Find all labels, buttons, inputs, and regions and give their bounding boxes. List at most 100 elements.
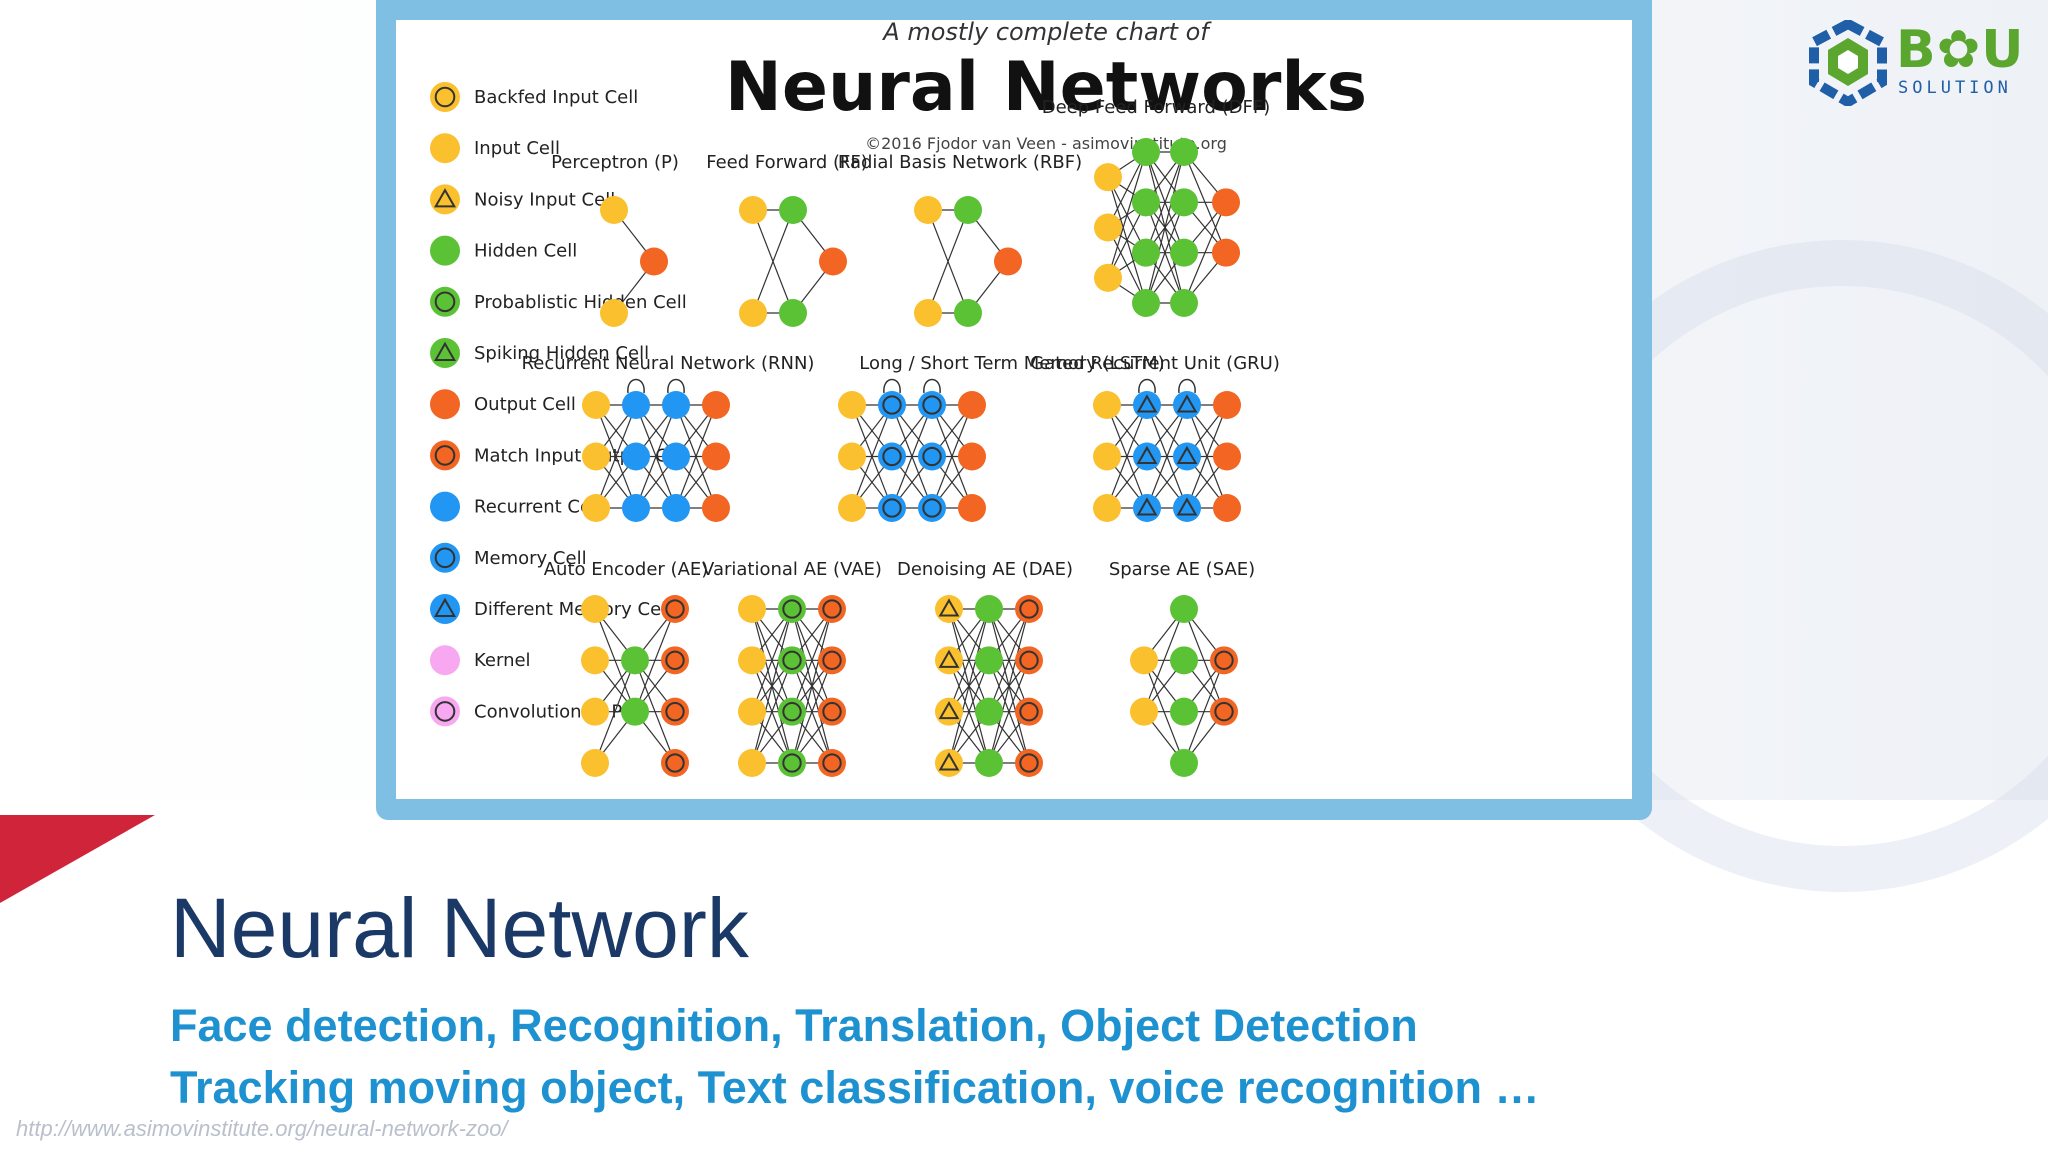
green-cell [1170, 138, 1198, 166]
yellow-cell [1093, 391, 1121, 419]
network-diagram: Sparse AE (SAE) [1109, 559, 1255, 777]
yellow-cell [738, 697, 766, 726]
recurrent-loop [667, 378, 685, 394]
connection-line [1143, 608, 1185, 712]
pink-cell [430, 645, 460, 676]
cube-logo-icon [1809, 20, 1887, 106]
yellow-cell [1094, 163, 1122, 192]
network-diagram: Long / Short Term Memory (LSTM) [838, 353, 1165, 522]
red-accent-shape [0, 815, 155, 903]
network-diagram: Auto Encoder (AE) [544, 559, 708, 777]
recurrent-loop [883, 378, 901, 394]
yellow-cell [739, 299, 767, 327]
connection-line [948, 660, 990, 764]
yellow-cell [739, 196, 767, 224]
legend-label: Output Cell [474, 394, 576, 415]
legend-label: Recurrent Cell [474, 497, 601, 518]
network-title: Radial Basis Network (RBF) [838, 152, 1082, 173]
slide-title: Neural Network [170, 881, 749, 975]
legend-item: Input Cell [430, 133, 560, 164]
orange-cell [1213, 391, 1241, 419]
blue-cell [430, 491, 460, 522]
orange-cell [1212, 188, 1240, 217]
green-cell [975, 646, 1003, 675]
connections [948, 608, 1030, 764]
orange-ring-cell [818, 749, 846, 777]
yellow-triangle-cell [430, 184, 460, 215]
connection-line [927, 209, 969, 314]
yellow-cell [582, 442, 610, 471]
green-ring-cell [778, 697, 806, 726]
legend-item: Backfed Input Cell [430, 82, 638, 112]
slide-subtitle-line-1: Face detection, Recognition, Translation… [170, 1000, 1418, 1051]
legend-label: Noisy Input Cell [474, 189, 615, 210]
orange-ring-cell [1210, 697, 1238, 726]
orange-ring-cell [661, 646, 689, 675]
orange-cell [994, 247, 1022, 276]
legend-item: Match Input Output Cell [430, 440, 689, 471]
connection-line [988, 608, 1030, 712]
connection-line [1145, 202, 1185, 304]
pink-ring-cell [430, 696, 460, 727]
orange-cell [430, 389, 460, 420]
connections [595, 404, 717, 509]
yellow-triangle-cell [935, 697, 963, 726]
legend-label: Hidden Cell [474, 241, 577, 262]
connection-line [948, 608, 990, 712]
connection-line [1146, 404, 1188, 509]
green-ring-cell [778, 595, 806, 623]
connections [1107, 151, 1227, 304]
connection-line [751, 608, 793, 764]
connection-line [1186, 404, 1228, 509]
network-diagram: Perceptron (P) [551, 152, 679, 327]
green-cell [1170, 697, 1198, 726]
connection-line [595, 404, 637, 509]
orange-cell [702, 391, 730, 419]
yellow-cell [1094, 213, 1122, 242]
network-diagram: Denoising AE (DAE) [897, 559, 1073, 777]
legend-label: Spiking Hidden Cell [474, 343, 649, 364]
green-cell [1132, 238, 1160, 267]
connection-line [791, 608, 833, 712]
connection-line [635, 404, 677, 509]
company-logo: B✿U SOLUTION [1808, 16, 2028, 112]
orange-ring-cell [661, 697, 689, 726]
recurrent-loop [627, 378, 645, 394]
network-title: Gated Recurrent Unit (GRU) [1030, 353, 1280, 374]
orange-ring-cell [818, 646, 846, 675]
connection-line [594, 660, 636, 764]
connection-line [1183, 202, 1227, 304]
green-triangle-cell [430, 338, 460, 368]
connections [594, 608, 676, 764]
blue-triangle-cell [1173, 442, 1201, 471]
network-title: Perceptron (P) [551, 152, 679, 173]
yellow-cell [600, 196, 628, 224]
connection-line [1145, 151, 1185, 304]
orange-ring-cell [1015, 595, 1043, 623]
connection-line [752, 209, 794, 314]
green-cell [1170, 749, 1198, 777]
yellow-cell [738, 646, 766, 675]
connection-line [634, 608, 676, 712]
orange-cell [702, 494, 730, 522]
yellow-cell [738, 595, 766, 623]
blue-cell [662, 442, 690, 471]
yellow-cell [914, 299, 942, 327]
source-link[interactable]: http://www.asimovinstitute.org/neural-ne… [16, 1116, 508, 1141]
network-title: Feed Forward (FF) [706, 152, 868, 173]
yellow-cell [581, 697, 609, 726]
chart-title: Neural Networks [725, 48, 1367, 127]
orange-cell [958, 442, 986, 471]
legend-label: Kernel [474, 650, 531, 671]
orange-ring-cell [430, 440, 460, 471]
yellow-cell [1130, 697, 1158, 726]
orange-ring-cell [1210, 646, 1238, 675]
green-cell [1132, 138, 1160, 166]
connections [751, 608, 833, 764]
connection-line [751, 608, 793, 712]
network-title: Deep Feed Forward (DFF) [1042, 97, 1271, 118]
legend-label: Different Memory Cell [474, 599, 671, 620]
yellow-cell [581, 595, 609, 623]
yellow-cell [582, 494, 610, 522]
